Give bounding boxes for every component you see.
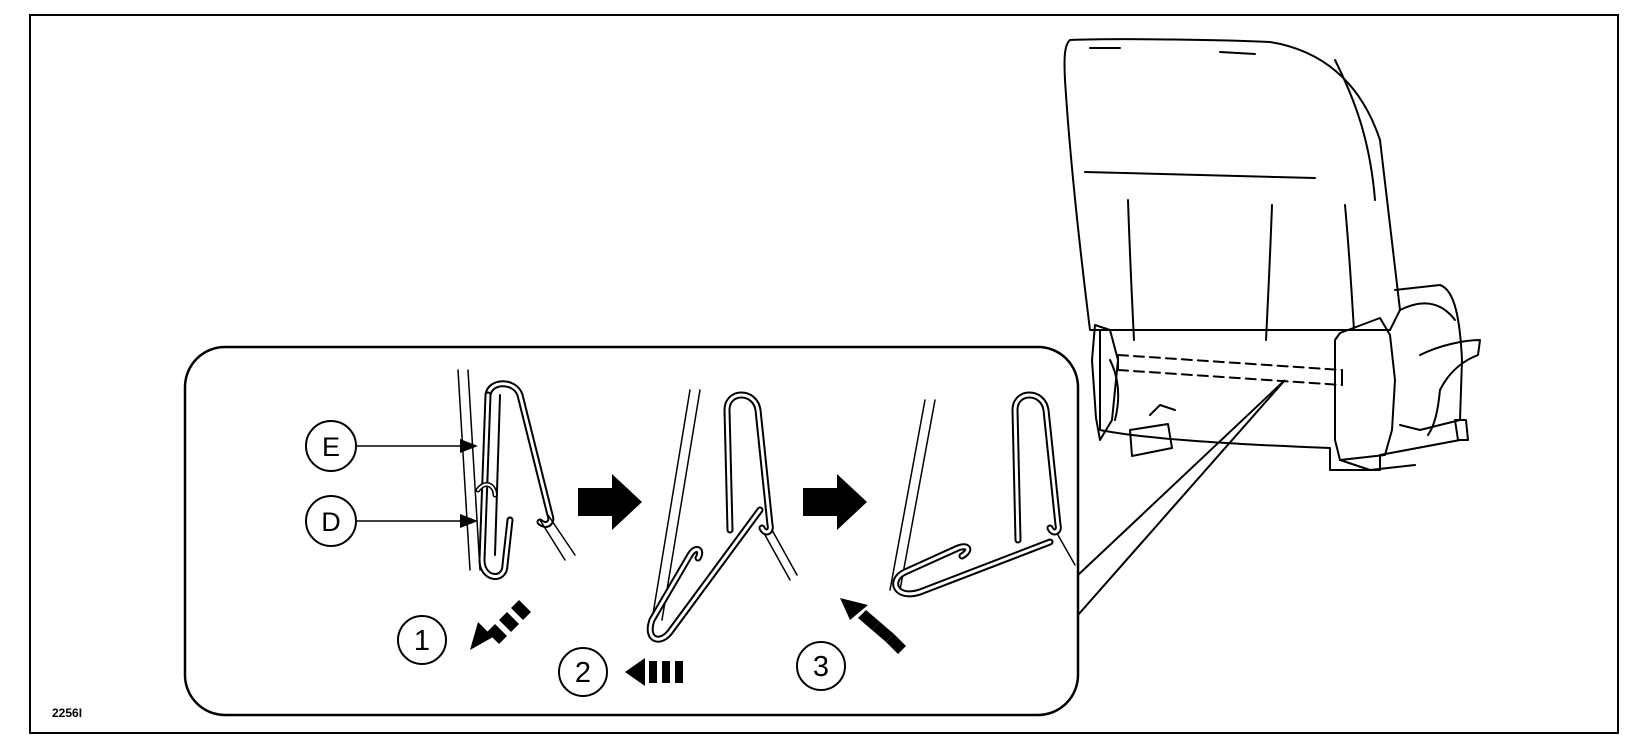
dashed-arrow-icon [840, 598, 906, 654]
seat-back-seam [1127, 199, 1135, 341]
seat-cushion [1394, 284, 1463, 431]
seat-back-seam [1219, 51, 1256, 55]
callout-d: D [305, 495, 478, 547]
figure-border [29, 14, 1619, 734]
clip-rod-dashed [1117, 369, 1343, 386]
right-bracket [1334, 317, 1396, 461]
step-1-marker: 1 [397, 615, 447, 665]
left-bracket-foot [1149, 404, 1176, 416]
inset-leader-lines [1077, 379, 1286, 616]
figure-reference-code: 2256I [52, 706, 82, 720]
seat-back-outline [1063, 38, 1401, 331]
seat-base [1099, 329, 1461, 471]
arrow-head-icon [460, 514, 478, 528]
right-recliner [1419, 339, 1481, 436]
arrow-right-icon [578, 474, 642, 530]
clip-stage-3 [889, 391, 1076, 598]
left-rail [1109, 359, 1120, 421]
step-2-marker: 2 [558, 647, 608, 697]
step-2-label: 2 [575, 657, 591, 689]
step-3-marker: 3 [796, 641, 846, 691]
right-bracket-tab [1339, 459, 1416, 471]
arrow-right-icon [803, 474, 867, 530]
left-bracket-foot [1129, 423, 1173, 457]
seat-back-side [1334, 59, 1376, 201]
dashed-arrow-icon [625, 658, 683, 686]
step-3-label: 3 [813, 651, 829, 683]
seat-illustration [1063, 38, 1481, 471]
callout-e-label: E [322, 432, 340, 462]
dashed-arrow-icon [470, 600, 531, 650]
clip-rod-end [1117, 354, 1343, 386]
clip-stage-1 [457, 369, 576, 580]
left-bracket [1091, 324, 1119, 441]
arrow-head-icon [460, 439, 478, 453]
seat-cushion-edge [1399, 302, 1456, 321]
callout-e: E [305, 420, 478, 472]
seat-back-seam [1344, 204, 1355, 331]
step-1-label: 1 [414, 625, 430, 657]
seat-back-seam [1084, 171, 1316, 179]
seat-back-seam [1265, 204, 1273, 341]
clip-rod-dashed [1117, 354, 1343, 371]
callout-d-label: D [321, 507, 341, 537]
right-recliner-bolt [1454, 419, 1469, 441]
clip-stage-2 [646, 389, 798, 643]
